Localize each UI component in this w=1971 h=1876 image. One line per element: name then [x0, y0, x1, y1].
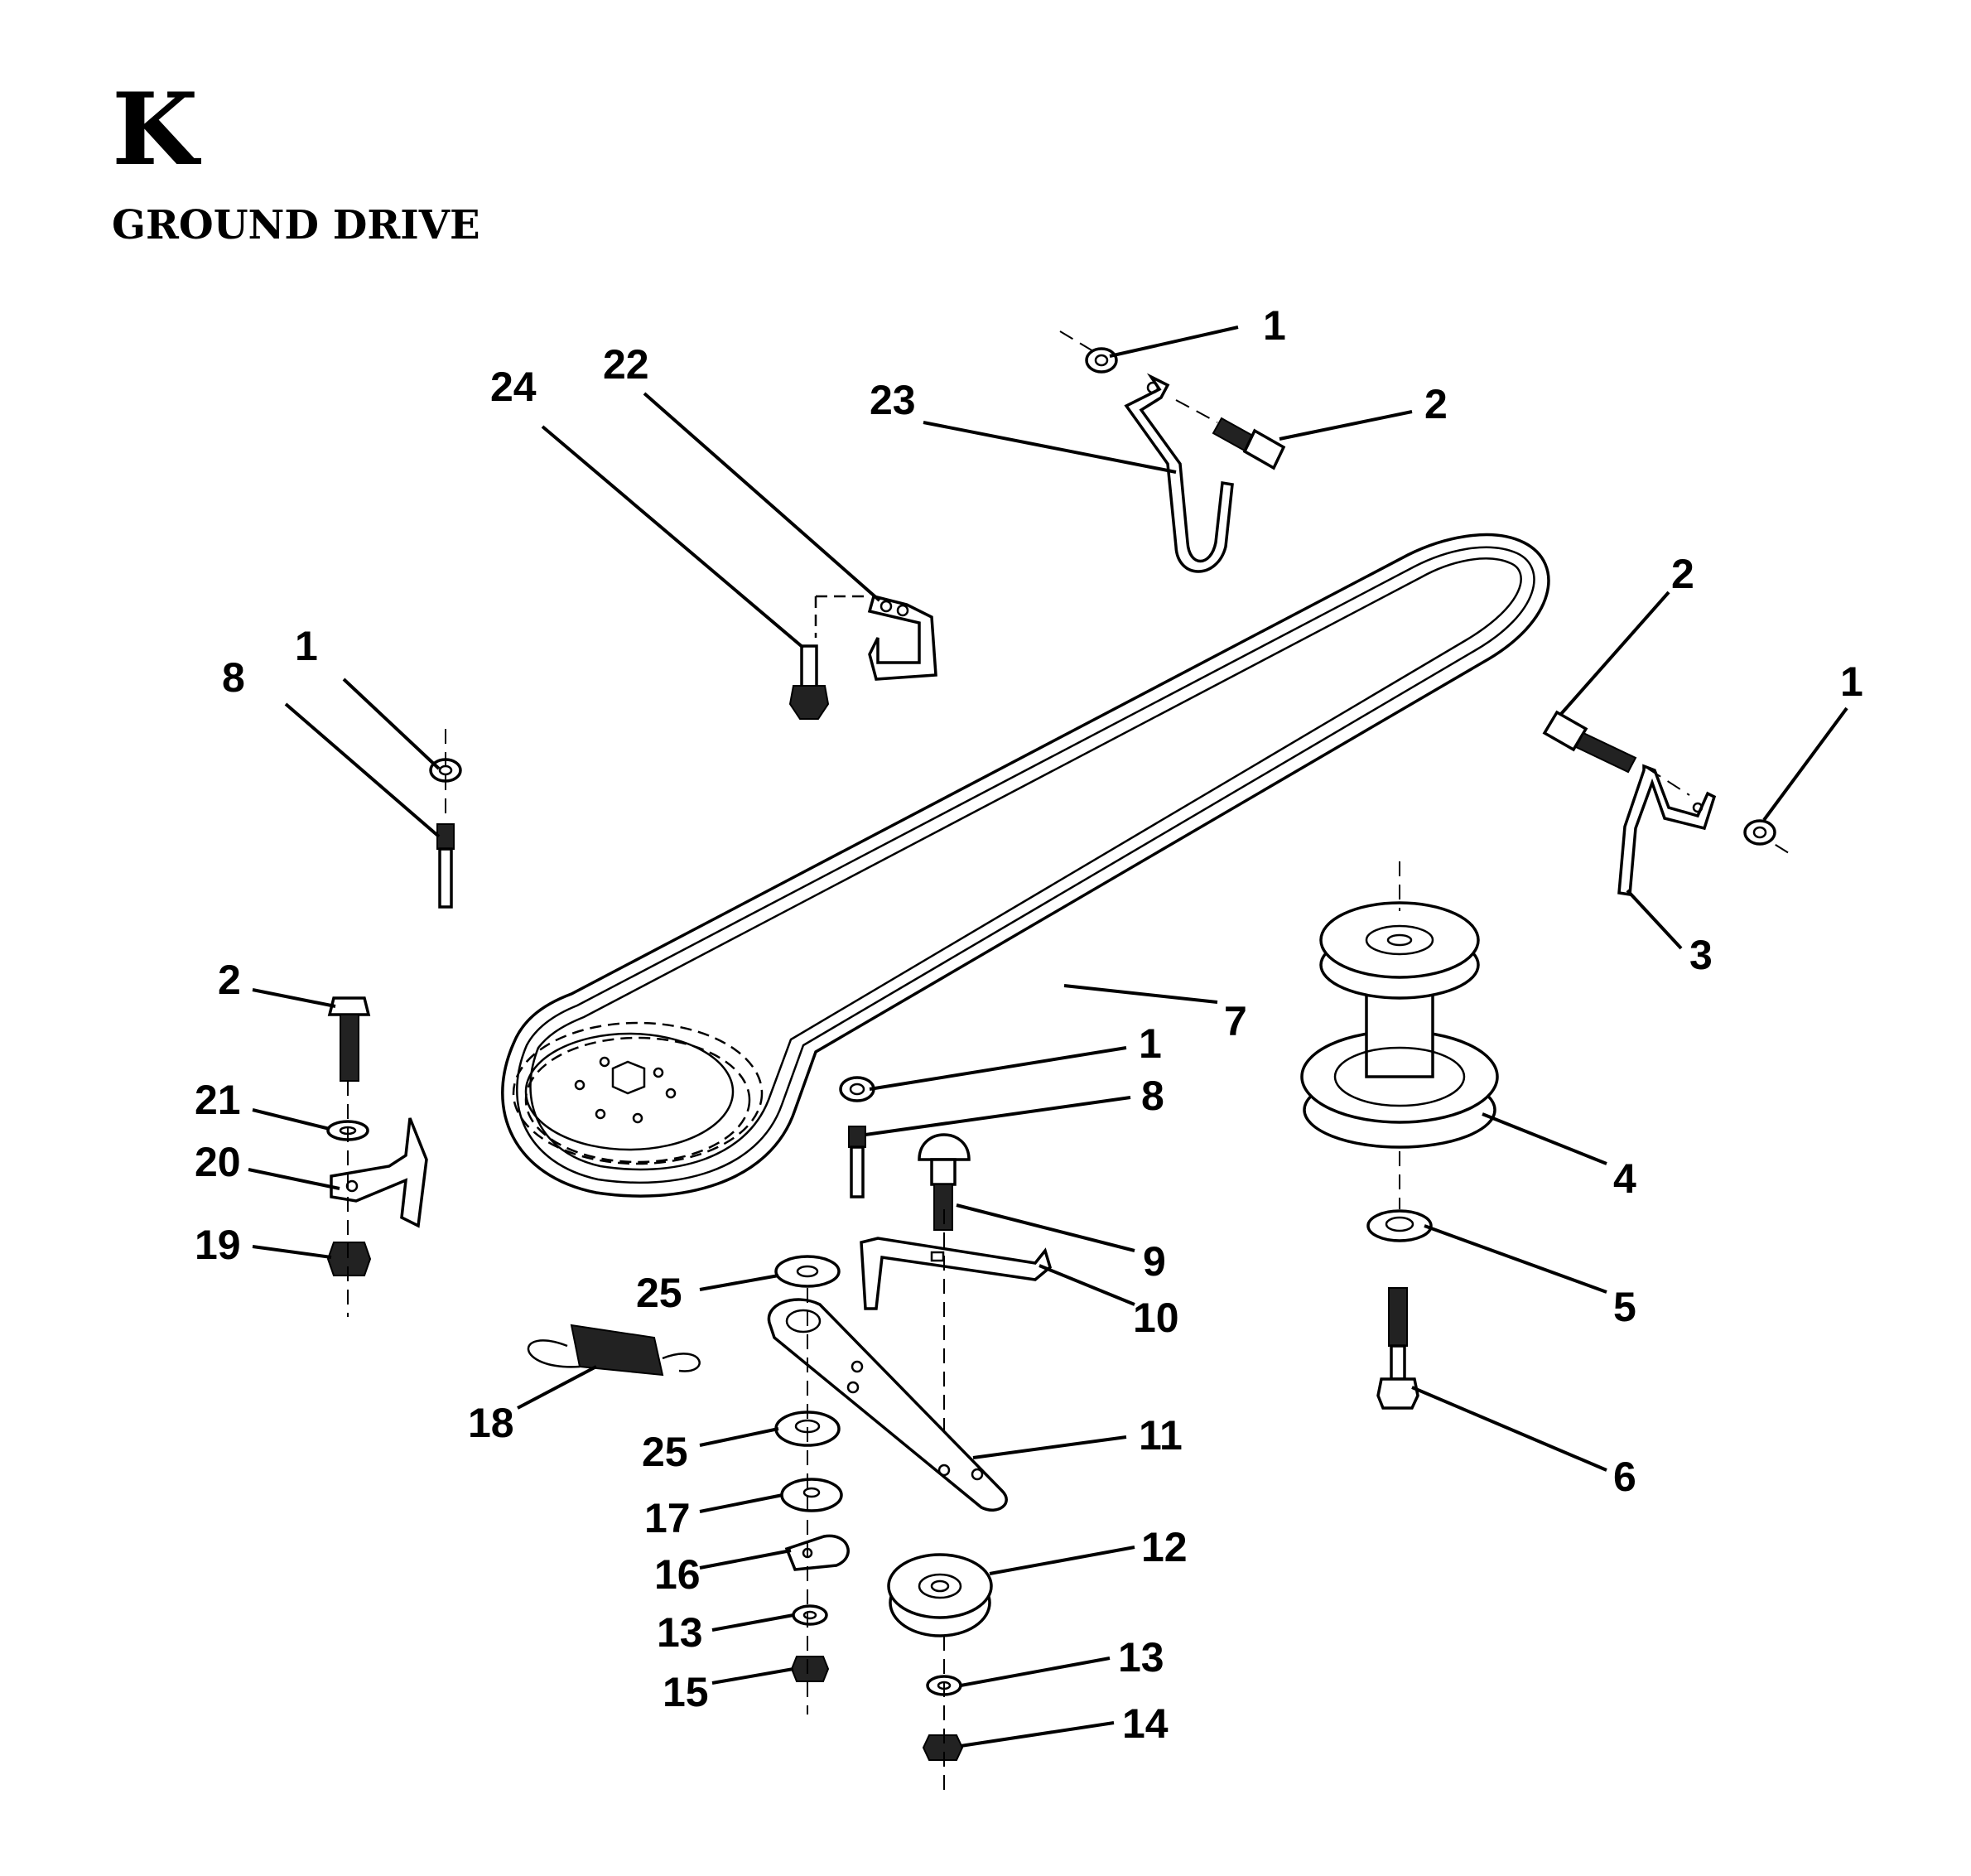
carriage-bolt [918, 1133, 971, 1231]
stud-center [839, 1076, 875, 1198]
idler-arm [767, 1298, 1008, 1512]
callout-25: 25 [642, 1429, 688, 1475]
callout-7: 7 [1224, 998, 1247, 1044]
callout-14: 14 [1122, 1700, 1169, 1747]
callout-24: 24 [490, 364, 537, 410]
callout-1: 1 [1840, 658, 1863, 705]
callout-18: 18 [468, 1400, 514, 1446]
pulley-bolt [1376, 1287, 1419, 1410]
bracket-bolt-stack-left [326, 996, 428, 1317]
callout-1: 1 [1263, 302, 1286, 349]
idler-bracket [860, 1209, 1053, 1474]
callout-8: 8 [1141, 1073, 1164, 1119]
extension-spring [527, 1324, 701, 1377]
callout-2: 2 [1424, 381, 1448, 427]
callout-11: 11 [1139, 1412, 1183, 1459]
hex-bolt-upper [1212, 417, 1286, 470]
idler-nut-stack [922, 1636, 964, 1797]
callout-9: 9 [1143, 1238, 1166, 1285]
callout-21: 21 [195, 1077, 241, 1123]
callout-20: 20 [195, 1139, 241, 1185]
callout-1: 1 [1139, 1020, 1162, 1067]
callout-3: 3 [1689, 932, 1713, 978]
shoulder-bolt-guide [788, 644, 830, 720]
callout-13: 13 [1118, 1634, 1164, 1681]
section-title: GROUND DRIVE [112, 202, 480, 248]
belt-guide-bracket [814, 594, 937, 681]
callout-5: 5 [1613, 1284, 1636, 1330]
callout-15: 15 [663, 1669, 709, 1715]
hex-nut-right [1743, 819, 1776, 846]
leader-lines [248, 326, 1848, 1748]
callout-12: 12 [1141, 1524, 1188, 1570]
callout-8: 8 [222, 654, 245, 701]
belt-guide-rod-upper [1059, 330, 1234, 573]
idler-pulley [887, 1553, 993, 1637]
section-letter: K [112, 71, 201, 188]
callout-numbers: 1 2 23 24 22 2 1 3 1 8 7 2 1 8 4 21 20 1… [195, 302, 1863, 1747]
callout-2: 2 [1671, 551, 1694, 597]
callout-6: 6 [1613, 1454, 1636, 1500]
callout-23: 23 [870, 377, 916, 423]
callout-2: 2 [218, 957, 241, 1003]
stud-left [429, 729, 462, 909]
callout-25: 25 [636, 1270, 682, 1316]
callout-22: 22 [603, 341, 649, 388]
callout-10: 10 [1133, 1295, 1179, 1341]
callout-19: 19 [195, 1222, 241, 1268]
callout-4: 4 [1613, 1155, 1636, 1202]
idler-washer-stack [774, 1255, 850, 1714]
lock-washer [1366, 1209, 1433, 1242]
hex-nut-upper [1085, 347, 1118, 374]
hex-bolt-right [1542, 710, 1637, 774]
drive-belt [501, 533, 1550, 1198]
callout-17: 17 [644, 1495, 691, 1541]
callout-1: 1 [295, 623, 318, 669]
double-pulley [1300, 861, 1499, 1209]
callout-13: 13 [657, 1609, 703, 1656]
callout-16: 16 [654, 1551, 701, 1598]
